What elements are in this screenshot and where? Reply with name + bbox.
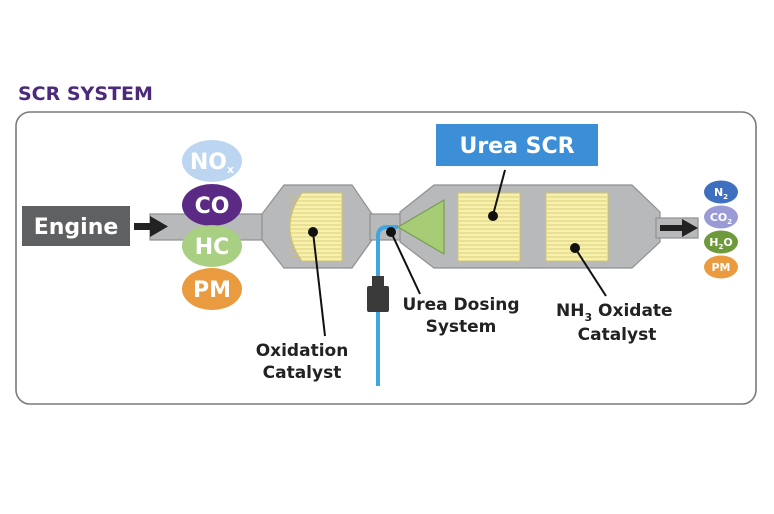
diagram-title: SCR SYSTEM bbox=[18, 83, 153, 105]
nh3-oxidate-catalyst-label: NH3 Oxidate Catalyst bbox=[556, 301, 673, 345]
svg-text:NOx: NOx bbox=[190, 150, 234, 176]
urea-dosing-label: Urea Dosing System bbox=[402, 295, 519, 337]
nh3-subscript: 3 bbox=[584, 311, 592, 324]
oxidation-catalyst-block bbox=[289, 192, 343, 262]
dosing-label-line2: System bbox=[426, 317, 497, 337]
dosing-label-line1: Urea Dosing bbox=[402, 295, 519, 315]
oxidation-catalyst-label: Oxidation Catalyst bbox=[256, 341, 349, 383]
diagram-frame bbox=[15, 111, 757, 405]
mixing-cone bbox=[396, 198, 445, 256]
leader-dots bbox=[308, 211, 580, 253]
input-bubble-no: NOx bbox=[182, 140, 242, 182]
svg-text:CO: CO bbox=[195, 194, 230, 219]
arrow-right-icon bbox=[134, 216, 168, 237]
svg-text:HC: HC bbox=[195, 235, 230, 260]
svg-text:CO2: CO2 bbox=[710, 211, 732, 226]
oxidation-label-line1: Oxidation bbox=[256, 341, 349, 361]
engine-label: Engine bbox=[34, 215, 119, 240]
engine-block: Engine bbox=[22, 206, 130, 246]
nh3-rest: Oxidate bbox=[592, 301, 672, 321]
oxidation-label-line2: Catalyst bbox=[263, 363, 342, 383]
outlet-arrow-icon bbox=[660, 219, 698, 237]
output-bubble-2: H2O bbox=[704, 230, 738, 254]
urea-scr-header: Urea SCR bbox=[436, 124, 598, 166]
svg-text:PM: PM bbox=[193, 278, 231, 303]
urea-scr-label: Urea SCR bbox=[459, 134, 574, 159]
urea-scr-catalyst-block bbox=[457, 192, 521, 262]
svg-text:N2: N2 bbox=[714, 186, 728, 201]
input-bubble-hc: HC bbox=[182, 225, 242, 267]
nh3-base: NH bbox=[556, 301, 584, 321]
input-bubble-co: CO bbox=[182, 184, 242, 226]
nh3-label-line2: Catalyst bbox=[578, 325, 657, 345]
svg-text:H2O: H2O bbox=[709, 236, 732, 251]
input-bubble-pm: PM bbox=[182, 268, 242, 310]
output-bubble-1: CO2 bbox=[704, 205, 738, 229]
dosing-valve-icon bbox=[367, 276, 389, 312]
leader-lines bbox=[312, 169, 607, 337]
nh3-label-line1: NH3 Oxidate bbox=[556, 301, 673, 324]
urea-dosing-line bbox=[376, 225, 398, 386]
output-bubble-3: PM bbox=[704, 255, 738, 279]
output-bubble-0: N2 bbox=[704, 180, 738, 204]
svg-text:PM: PM bbox=[711, 261, 730, 274]
